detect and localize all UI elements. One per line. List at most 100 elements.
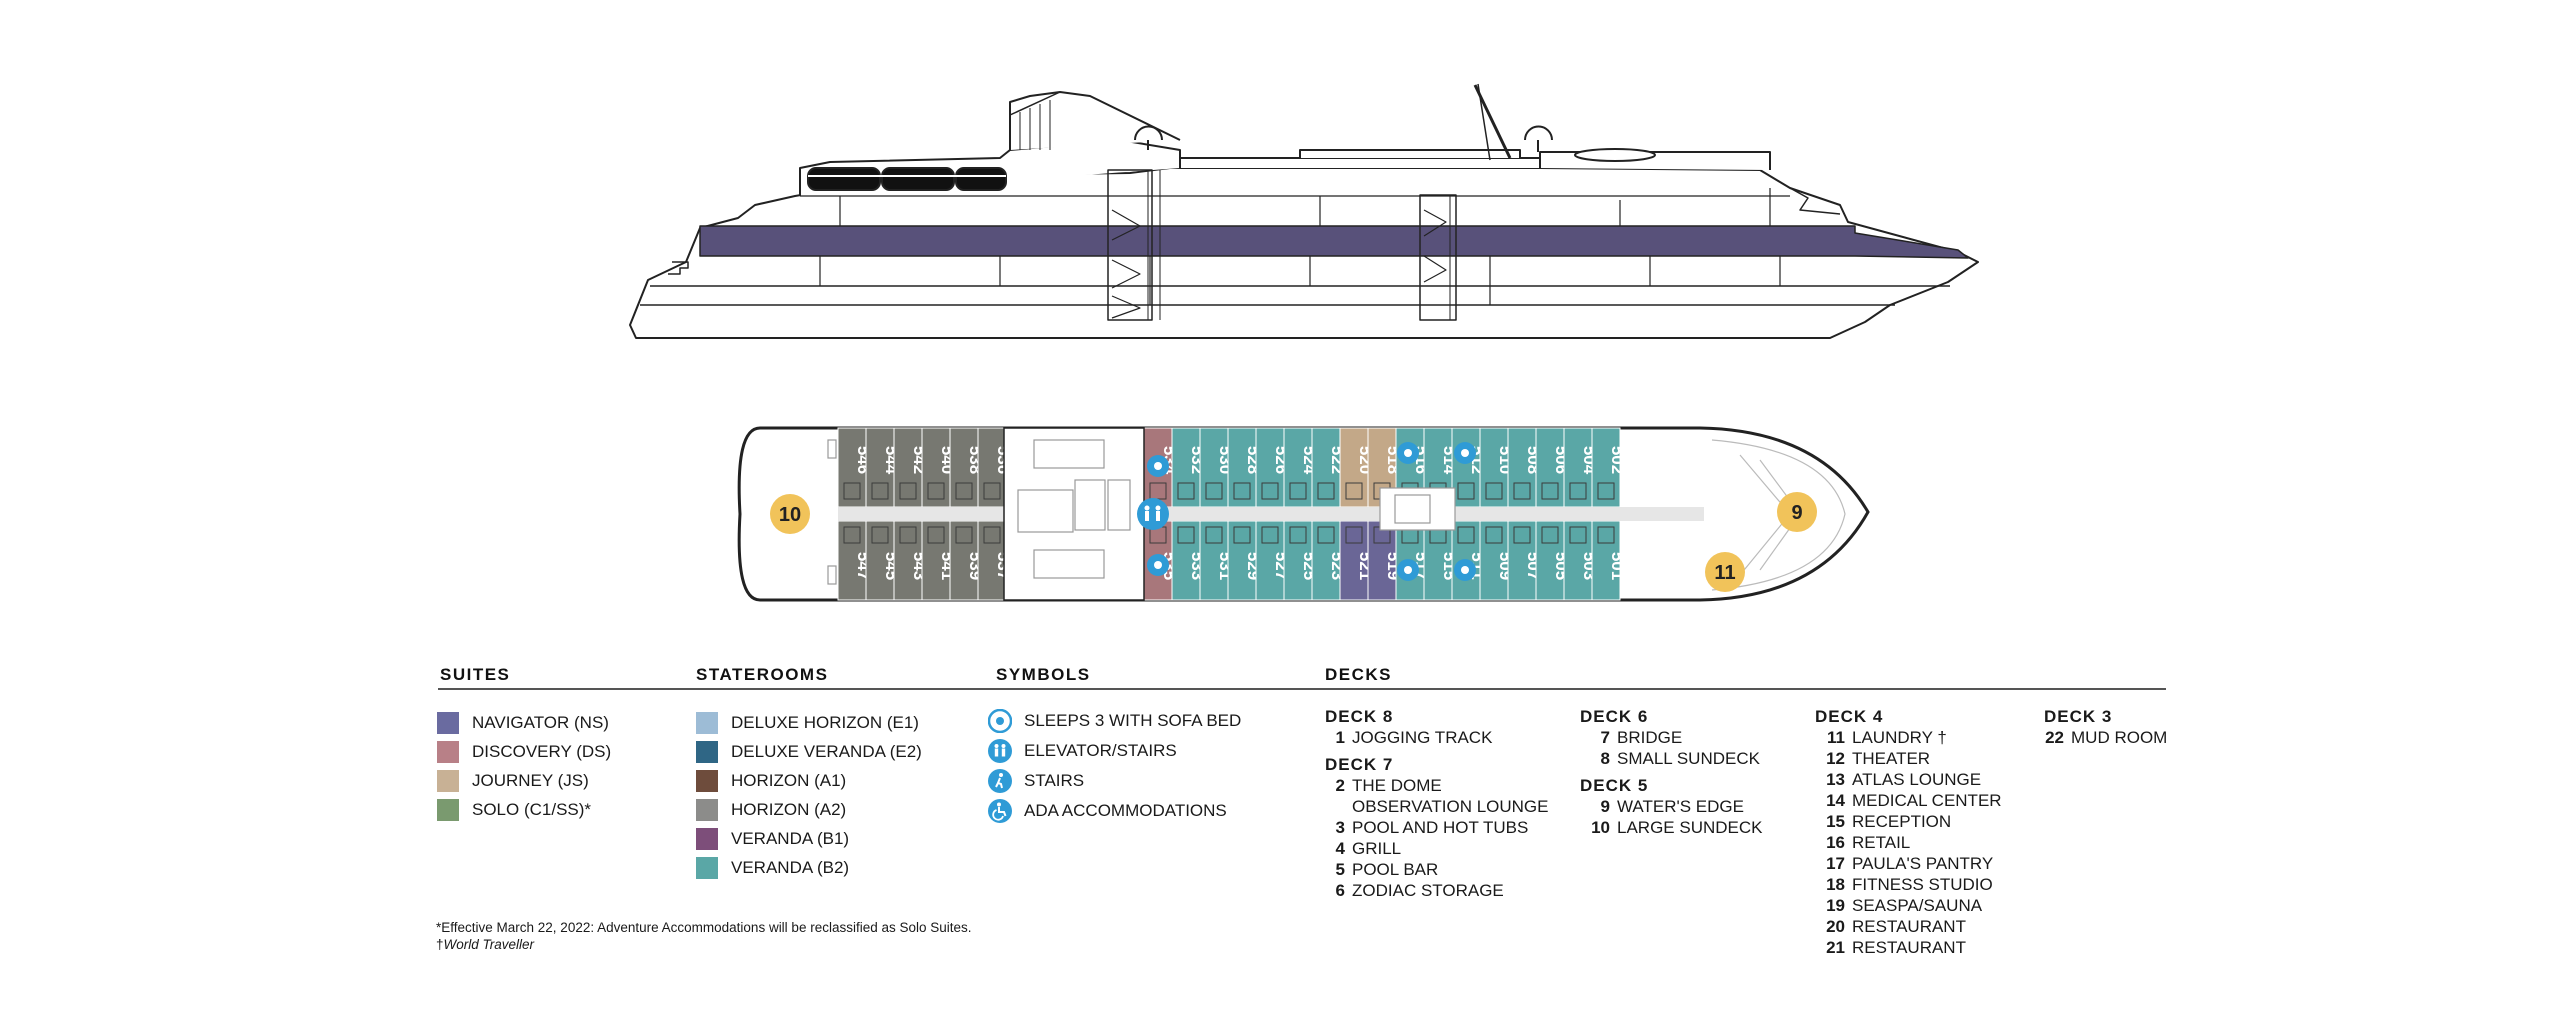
cabin-533 [1171, 520, 1201, 601]
legend-label: DISCOVERY (DS) [472, 741, 612, 761]
entry-label: JOGGING TRACK [1352, 728, 1493, 747]
entry-label: LAUNDRY † [1852, 728, 1947, 747]
cabin-bath [955, 526, 973, 544]
entry-label: WATER'S EDGE [1617, 797, 1744, 816]
deck-title: DECK 4 [1815, 707, 1884, 726]
swatch-journey [437, 769, 459, 792]
entry-label: RESTAURANT [1852, 917, 1966, 936]
cabin-bath [843, 482, 861, 500]
cabin-bath [927, 482, 945, 500]
deck-title: DECK 8 [1325, 707, 1394, 726]
deck-entry: 16 RETAIL [1815, 832, 2002, 853]
sofa-bed-icon [988, 709, 1012, 733]
swatch-veranda-b2 [696, 856, 718, 879]
cabin-538 [949, 427, 979, 508]
entry-number: 5 [1335, 860, 1345, 879]
entry-label: ATLAS LOUNGE [1852, 770, 1982, 789]
cabin-504 [1563, 427, 1593, 508]
cabin-532 [1171, 427, 1201, 508]
cabin-bath [1345, 526, 1363, 544]
entry-label: RESTAURANT [1852, 938, 1966, 957]
deck-plan: 5465445425405385365345325305285265245225… [737, 426, 1870, 602]
entry-label: POOL BAR [1352, 860, 1439, 879]
cabin-number: 502 [1608, 446, 1627, 474]
cabin-523 [1311, 520, 1341, 601]
entry-number: 19 [1826, 896, 1845, 915]
cabins-starboard: 5465445425405385365345325305285265245225… [837, 427, 1627, 508]
cabin-bath [1289, 526, 1307, 544]
entry-number: 1 [1335, 728, 1345, 747]
cabin-bath [1569, 526, 1587, 544]
cabin-bath [1541, 526, 1559, 544]
suites-heading: SUITES [440, 665, 511, 684]
cabin-bath [1317, 482, 1335, 500]
entry-label: THEATER [1852, 749, 1931, 768]
elevator-icon [988, 739, 1012, 763]
entry-number: 10 [1591, 818, 1610, 837]
cabin-546 [837, 427, 867, 508]
legend-label: HORIZON (A1) [731, 770, 847, 790]
legend-label: ELEVATOR/STAIRS [1024, 741, 1177, 760]
deck-entry: OBSERVATION LOUNGE [1325, 796, 1549, 817]
legend-item: STAIRS [988, 766, 1241, 796]
entry-label: SEASPA/SAUNA [1852, 896, 1983, 915]
legend-item: HORIZON (A1) [696, 766, 922, 795]
legend-label: STAIRS [1024, 771, 1085, 790]
entry-label: PAULA'S PANTRY [1852, 854, 1994, 873]
entry-label: RECEPTION [1852, 812, 1952, 831]
deck-title: DECK 7 [1325, 755, 1394, 774]
legend-item: SOLO (C1/SS)* [437, 795, 611, 824]
cabin-525 [1283, 520, 1313, 601]
legend-item: NAVIGATOR (NS) [437, 708, 611, 737]
entry-number: 16 [1826, 833, 1845, 852]
legend-item: VERANDA (B2) [696, 853, 922, 882]
swatch-veranda-b1 [696, 827, 718, 850]
marker-11: 11 [1705, 552, 1745, 592]
cabin-542 [893, 427, 923, 508]
cabin-bath [1597, 526, 1615, 544]
deck-entry: 21 RESTAURANT [1815, 937, 2002, 958]
cabin-bath [1485, 526, 1503, 544]
entry-number: 21 [1826, 938, 1845, 957]
deck-entry: 5 POOL BAR [1325, 859, 1549, 880]
symbols-heading: SYMBOLS [996, 665, 1091, 684]
legend-label: NAVIGATOR (NS) [472, 712, 609, 732]
cabin-521 [1339, 520, 1369, 601]
entry-label: RETAIL [1852, 833, 1911, 852]
cabin-bath [1177, 526, 1195, 544]
cabin-bath [871, 482, 889, 500]
marker-11-label: 11 [1714, 562, 1735, 584]
cabin-bath [1569, 482, 1587, 500]
cabin-bath [1205, 482, 1223, 500]
cabin-540 [921, 427, 951, 508]
entry-number: 11 [1827, 728, 1845, 747]
suites-legend: NAVIGATOR (NS) DISCOVERY (DS) JOURNEY (J… [437, 708, 611, 824]
legend-label: HORIZON (A2) [731, 799, 847, 819]
cabin-bath [899, 482, 917, 500]
entry-number: 3 [1335, 818, 1345, 837]
legend-item: HORIZON (A2) [696, 795, 922, 824]
entry-number: 20 [1826, 917, 1845, 936]
cabin-bath [899, 526, 917, 544]
cabin-502 [1591, 427, 1621, 508]
legend-item: JOURNEY (JS) [437, 766, 611, 795]
cabin-bath [1513, 526, 1531, 544]
cabin-bath [955, 482, 973, 500]
stairs-icon [988, 769, 1012, 793]
legend-item: DISCOVERY (DS) [437, 737, 611, 766]
legend-item: ADA ACCOMMODATIONS [988, 796, 1241, 826]
cabin-bath [1261, 526, 1279, 544]
legend-label: ADA ACCOMMODATIONS [1024, 801, 1227, 820]
